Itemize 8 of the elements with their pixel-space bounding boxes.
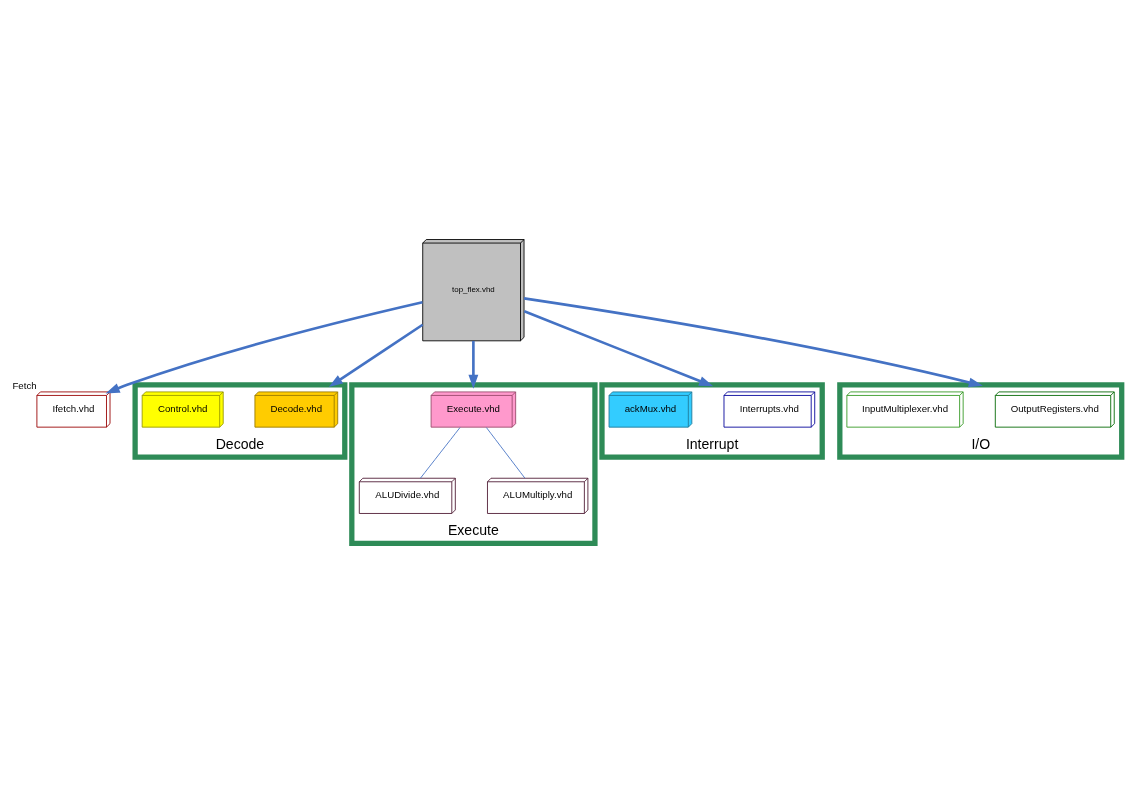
node-label: Fetch [12,379,37,391]
arrow [105,300,423,393]
arrow [328,323,424,387]
connector [485,426,526,479]
connector [420,426,461,479]
arrow [523,296,983,387]
arrow [523,309,714,386]
arrow [468,340,479,389]
